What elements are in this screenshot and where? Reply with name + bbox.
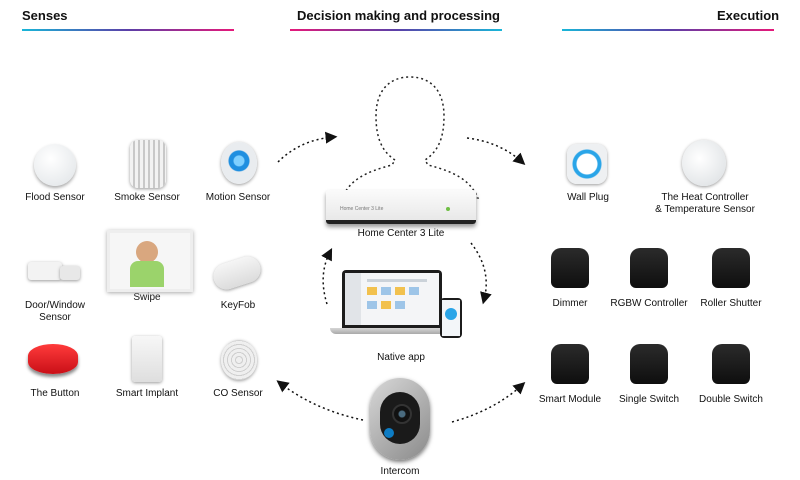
keyfob-icon [210,253,264,293]
header-underline-processing [290,29,502,31]
smoke-sensor-icon [130,140,166,188]
device-label: Smart Implant [115,388,179,399]
device-single-switch: Single Switch [594,342,704,406]
device-label: Flood Sensor [25,192,85,203]
dotted-arrow-icon [470,242,492,305]
rgbw-module-icon [630,248,668,288]
device-label: Smoke Sensor [114,192,180,203]
hub-device-text: Home Center 3 Lite [340,206,384,212]
motion-sensor-icon [221,142,257,184]
swipe-panel-icon [107,230,193,292]
device-label: CO Sensor [213,388,263,399]
dimmer-module-icon [551,248,589,288]
home-center-hub: Home Center 3 Lite [326,190,476,224]
device-label: Motion Sensor [205,192,271,203]
device-wall-plug: Wall Plug [533,140,643,204]
device-label: RGBW Controller [610,298,688,309]
wall-plug-icon [567,144,607,184]
header-execution: Execution [717,8,780,23]
device-label: Single Switch [618,394,680,405]
device-label: Dimmer [552,298,588,309]
single-switch-module-icon [630,344,668,384]
co-sensor-icon [221,340,257,380]
heat-controller-icon [682,140,726,186]
device-dimmer: Dimmer [515,246,625,310]
device-label: Double Switch [699,394,763,405]
device-swipe: Swipe [92,230,202,304]
intercom-device-icon [370,378,430,460]
device-flood-sensor: Flood Sensor [0,140,110,204]
device-label: Door/Window Sensor [24,300,86,323]
device-smoke-sensor: Smoke Sensor [92,140,202,204]
double-switch-module-icon [712,344,750,384]
device-keyfob: KeyFob [183,248,293,312]
device-roller-shutter: Roller Shutter [676,246,786,310]
device-label: Roller Shutter [700,298,762,309]
dotted-arrow-icon [321,248,333,305]
smart-module-icon [551,344,589,384]
the-button-icon [28,344,78,374]
laptop-base-icon [330,328,454,334]
phone-icon [440,298,462,338]
device-smart-module: Smart Module [515,342,625,406]
device-label: Swipe [133,292,161,303]
device-smart-implant: Smart Implant [92,336,202,400]
header-underline-senses [22,29,234,31]
native-app-label: Native app [377,352,425,363]
device-label: KeyFob [220,300,256,311]
device-label: Wall Plug [567,192,609,203]
device-rgbw-controller: RGBW Controller [594,246,704,310]
device-co-sensor: CO Sensor [183,336,293,400]
intercom-label: Intercom [380,466,420,477]
device-label: The Heat Controller & Temperature Sensor [655,192,755,215]
laptop-screen [345,273,439,325]
flood-sensor-icon [34,144,76,186]
dotted-arrow-icon [466,137,526,166]
roller-shutter-module-icon [712,248,750,288]
device-motion-sensor: Motion Sensor [183,140,293,204]
dotted-arrow-icon [451,381,526,423]
header-processing: Decision making and processing [297,8,500,23]
child-head-icon [136,241,158,263]
header-senses: Senses [22,8,68,23]
hub-led-icon [446,207,450,211]
header-underline-execution [562,29,774,31]
device-label: The Button [30,388,80,399]
child-body-icon [130,261,164,287]
device-label: Smart Module [538,394,602,405]
laptop-icon [342,270,442,328]
device-double-switch: Double Switch [676,342,786,406]
door-sensor-body-icon [28,262,62,280]
person-silhouette-icon [340,76,480,199]
hub-label: Home Center 3 Lite [357,228,445,239]
device-door-window-sensor: Door/Window Sensor [0,248,110,324]
door-sensor-magnet-icon [60,266,80,280]
device-the-button: The Button [0,336,110,400]
device-heat-controller: The Heat Controller & Temperature Sensor [640,140,770,216]
dotted-arrow-icon [277,131,338,163]
smart-implant-icon [132,336,162,382]
